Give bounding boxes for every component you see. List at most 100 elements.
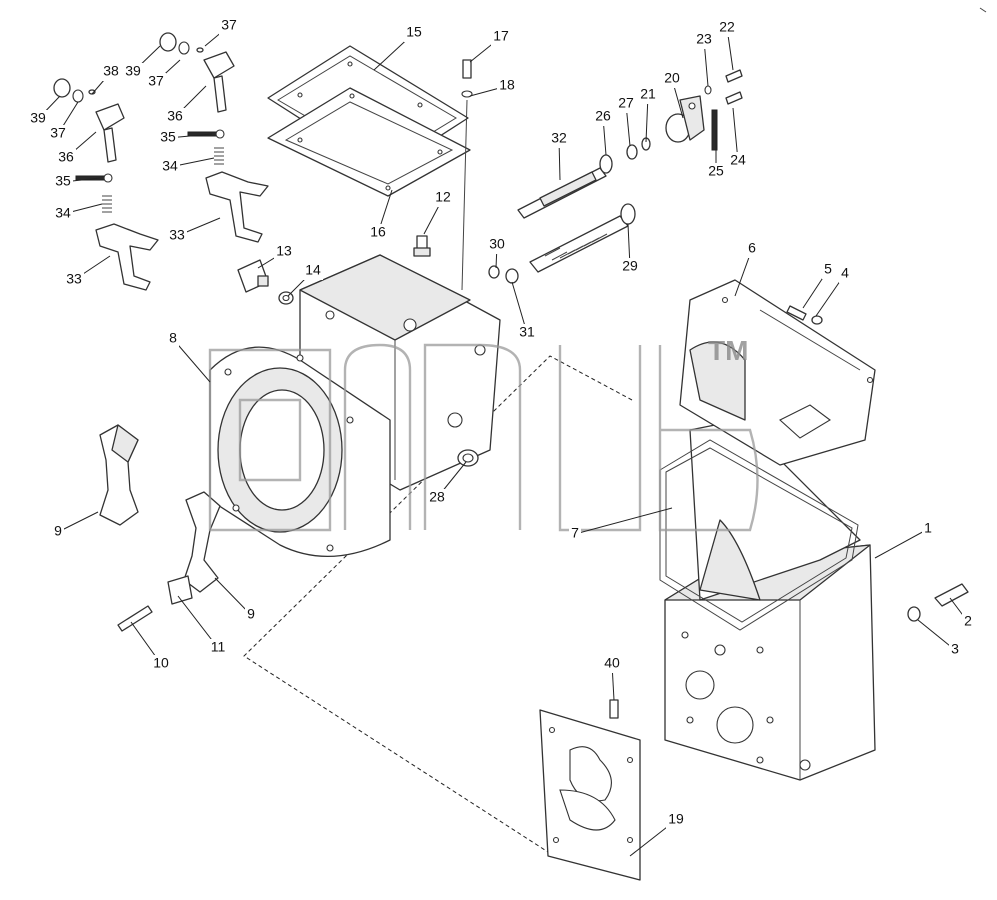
callout-10: 10 [153,655,169,671]
leader-line-9a [57,511,99,533]
shift-fork-upper [205,171,269,243]
callout-19: 19 [668,811,684,827]
callout-bg-34a [160,158,180,176]
leader-line-3 [917,619,956,651]
callout-21: 21 [640,86,656,102]
callout-bg-4 [839,265,851,283]
callout-bg-7 [569,525,581,543]
callout-6: 6 [748,240,756,256]
support-bracket-left [99,424,139,526]
shift-shaft [517,144,638,219]
shift-fork-lower [95,223,159,291]
watermark-logo: TM [208,335,759,532]
callout-bg-35b [53,173,73,191]
callout-bg-22 [717,19,737,37]
callout-37b: 37 [148,73,164,89]
callout-27: 27 [618,95,634,111]
callout-36a: 36 [167,108,183,124]
plate-gasket [539,709,641,881]
callout-bg-40 [602,655,622,673]
corner-mark [979,7,987,13]
shift-lever-lower [53,78,125,213]
callout-2: 2 [964,613,972,629]
callout-17: 17 [493,28,509,44]
callout-bg-3 [949,641,961,659]
callout-bg-34b [53,205,73,223]
shift-lever-upper [159,32,235,165]
breather-plug [461,59,473,291]
callout-36b: 36 [58,149,74,165]
callout-14: 14 [305,262,321,278]
callout-bg-35a [158,129,178,147]
callout-bg-10 [151,655,171,673]
callout-31: 31 [519,324,535,340]
rear-cover [679,279,876,466]
fitting-lower [711,91,743,151]
callout-40: 40 [604,655,620,671]
leader-line-1 [874,528,929,559]
callout-labels: 1234567899101112131415161718192021222324… [28,17,974,829]
callout-20: 20 [664,70,680,86]
callout-3: 3 [951,641,959,657]
switch-sensor [237,259,269,293]
callout-bg-33b [64,271,84,289]
callout-25: 25 [708,163,724,179]
callout-16: 16 [370,224,386,240]
callout-34a: 34 [162,158,178,174]
callout-bg-11 [208,639,228,657]
cover-gasket [267,87,471,197]
callout-23: 23 [696,31,712,47]
spring-shaft [529,203,636,273]
callout-34b: 34 [55,205,71,221]
fitting-upper [704,69,743,95]
locating-pin [609,699,619,719]
callout-bg-24 [728,152,748,170]
callout-38: 38 [103,63,119,79]
assembly-boundary-dashed [243,355,641,853]
callout-4: 4 [841,265,849,281]
callout-1: 1 [924,520,932,536]
callout-32: 32 [551,130,567,146]
washer-ring [505,268,519,284]
cover-bolt [786,305,807,321]
callout-bg-19 [666,811,686,829]
callout-bg-20 [662,70,682,88]
callout-39b: 39 [30,110,46,126]
callout-bg-6 [746,240,758,258]
callout-bg-30 [487,236,507,254]
callout-8: 8 [169,330,177,346]
callout-24: 24 [730,152,746,168]
callout-bg-5 [822,261,834,279]
leader-line-7 [574,507,673,535]
callout-18: 18 [499,77,515,93]
callout-bg-33a [167,227,187,245]
callout-35a: 35 [160,129,176,145]
callout-bg-9b [245,606,257,624]
magnetic-plug [457,449,479,467]
callout-bg-38 [101,63,121,81]
housing-plug [934,583,969,607]
callout-12: 12 [435,189,451,205]
callout-11: 11 [211,639,226,655]
callout-22: 22 [719,19,735,35]
callout-9a: 9 [54,523,62,539]
callout-bg-32 [549,130,569,148]
callout-bg-37c [48,125,68,143]
callout-13: 13 [276,243,292,259]
callout-9b: 9 [247,606,255,622]
callout-bg-9a [52,523,64,541]
bracket-plate [167,575,193,605]
callout-bg-28 [427,489,447,507]
callout-bg-13 [274,243,294,261]
callout-39a: 39 [125,63,141,79]
callout-26: 26 [595,108,611,124]
callout-bg-36b [56,149,76,167]
callout-37c: 37 [50,125,66,141]
callout-bg-17 [491,28,511,46]
callout-bg-27 [616,95,636,113]
callout-5: 5 [824,261,832,277]
plug-washer [907,606,921,622]
rear-housing [664,419,876,781]
callout-33a: 33 [169,227,185,243]
